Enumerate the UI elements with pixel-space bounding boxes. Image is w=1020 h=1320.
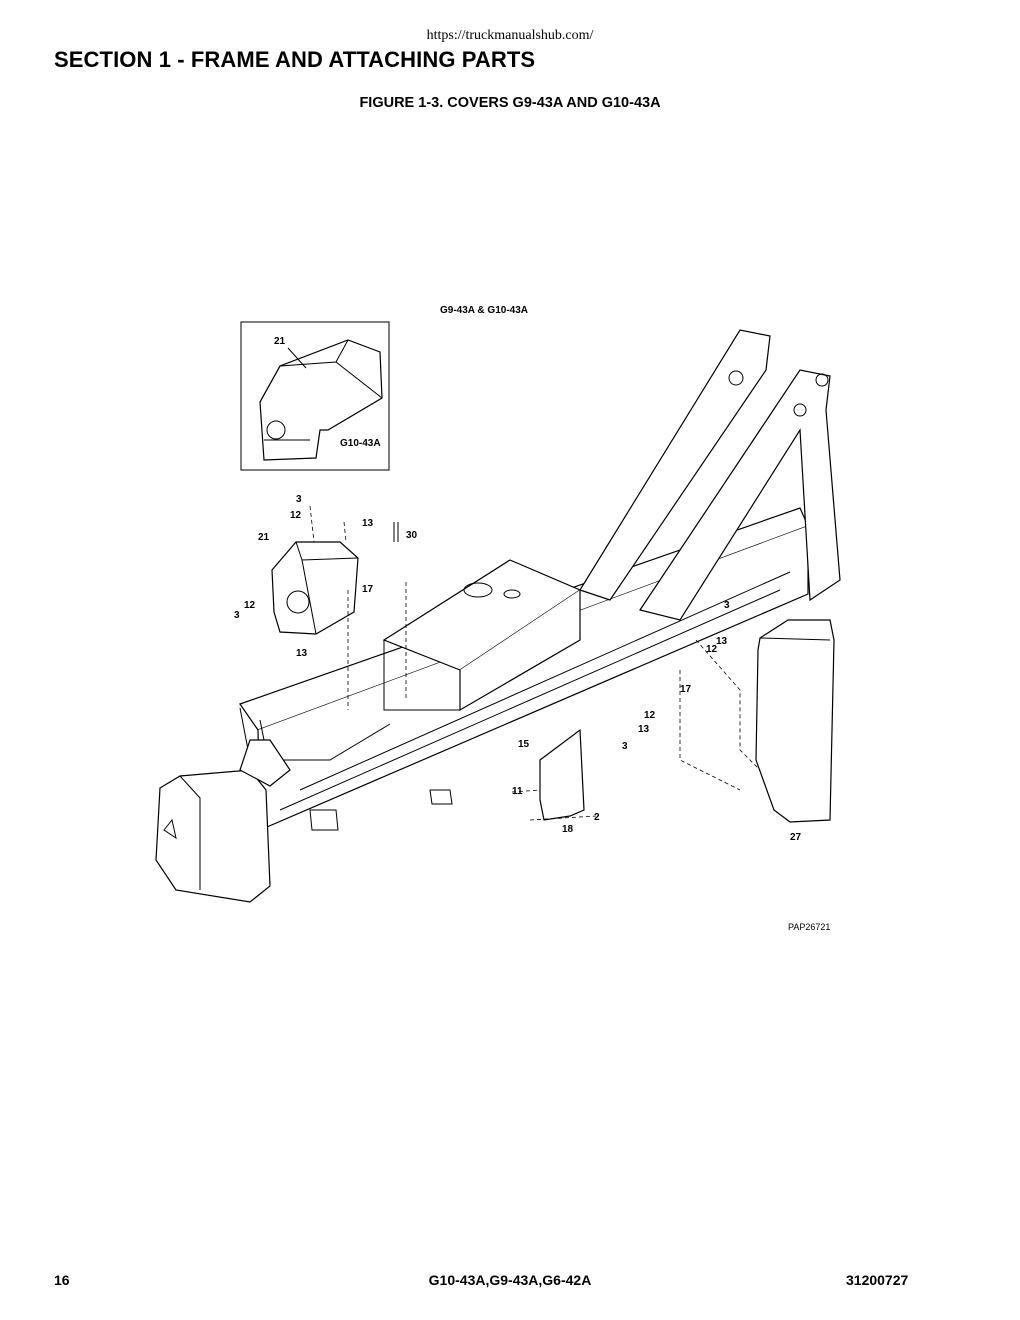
callout-2: 2 (594, 812, 600, 823)
callout-3-top: 3 (296, 494, 302, 505)
callout-11: 11 (512, 786, 523, 797)
callout-17-right: 17 (680, 684, 692, 695)
callout-13-right: 13 (716, 636, 728, 647)
callout-13-top: 13 (362, 518, 374, 529)
inset-detail: 21 G10-43A (240, 321, 390, 471)
callout-18: 18 (562, 824, 574, 835)
model-label: G9-43A & G10-43A (440, 305, 528, 316)
footer-models: G10-43A,G9-43A,G6-42A (428, 1272, 592, 1288)
callout-21-main: 21 (258, 532, 270, 543)
callout-13-right-low: 13 (638, 724, 650, 735)
callout-12-right-low: 12 (644, 710, 656, 721)
frame-assembly (155, 329, 841, 903)
callout-3-right: 3 (724, 600, 730, 611)
section-title: SECTION 1 - FRAME AND ATTACHING PARTS (54, 47, 536, 72)
parts-diagram: G9-43A & G10-43A 21 G10-43A (140, 290, 860, 940)
callout-27: 27 (790, 832, 802, 843)
callout-15: 15 (518, 739, 530, 750)
callout-17-left: 17 (362, 584, 374, 595)
source-url: https://truckmanualshub.com/ (426, 28, 594, 43)
callout-30: 30 (406, 530, 418, 541)
callout-21-inset: 21 (274, 336, 286, 347)
document-number: 31200727 (846, 1272, 909, 1288)
callout-12-left: 12 (244, 600, 256, 611)
figure-title: FIGURE 1-3. COVERS G9-43A AND G10-43A (359, 95, 661, 111)
callout-3-left: 3 (234, 610, 240, 621)
callout-3-right-low: 3 (622, 741, 628, 752)
inset-model-label: G10-43A (340, 438, 381, 449)
callout-13-left: 13 (296, 648, 308, 659)
page-number: 16 (54, 1272, 70, 1288)
drawing-code: PAP26721 (788, 922, 830, 932)
callout-12-right: 12 (706, 644, 718, 655)
callout-12-top: 12 (290, 510, 302, 521)
